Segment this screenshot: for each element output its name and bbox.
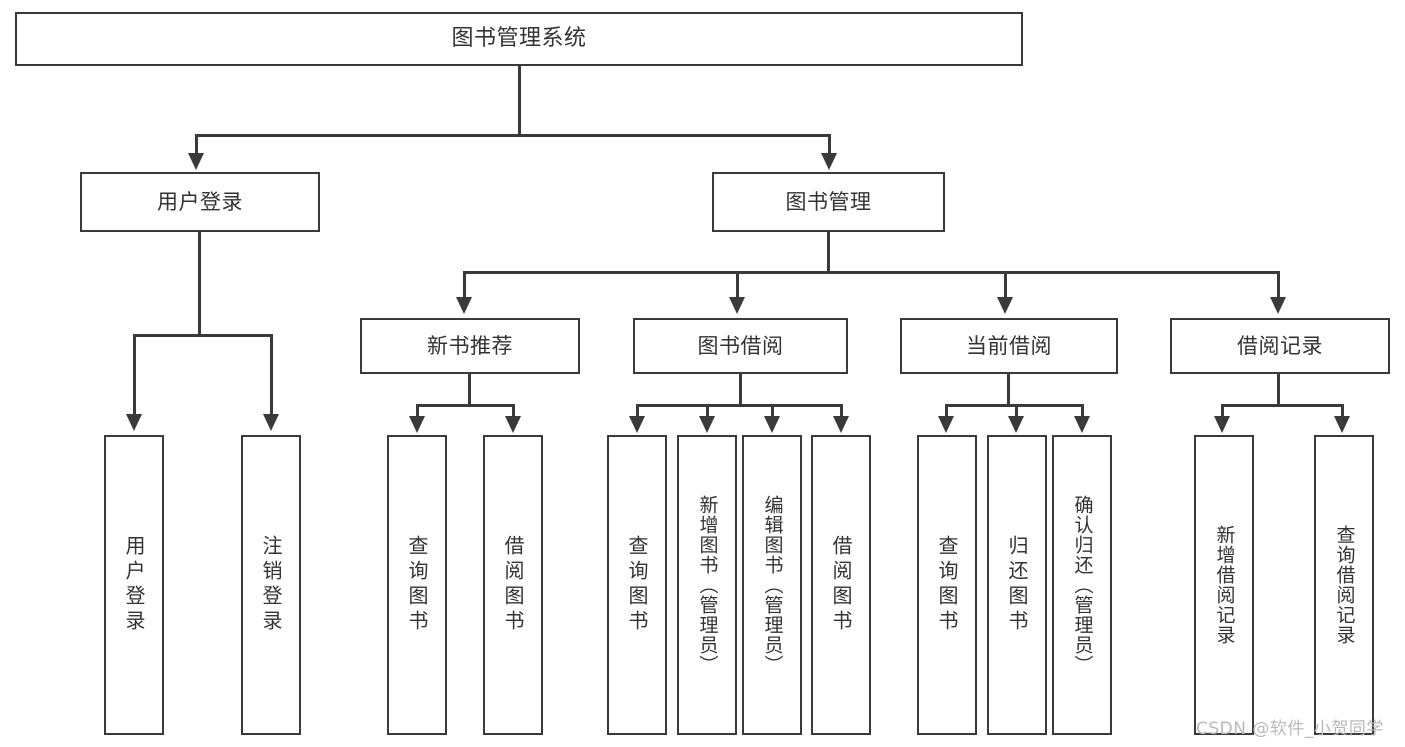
connector-currentborrow-bus	[946, 404, 1082, 407]
node-label: 用户登录	[122, 535, 146, 635]
connector-borrowrecord-stem	[1277, 374, 1280, 406]
leaf-add-borrow-record[interactable]: 新增借阅记录	[1194, 435, 1254, 735]
leaf-query-borrow-record[interactable]: 查询借阅记录	[1314, 435, 1374, 735]
node-label: 查询图书	[625, 535, 649, 635]
connector-bookmanage-stem	[827, 232, 830, 274]
arrow-to-leaf-query-book-3	[938, 416, 954, 433]
node-book-manage[interactable]: 图书管理	[712, 172, 945, 232]
arrow-to-leaf-query-record	[1334, 416, 1350, 433]
connector-bookborrow-drop-3	[771, 404, 774, 418]
leaf-logout[interactable]: 注销登录	[241, 435, 301, 735]
connector-newbook-bus	[417, 404, 515, 407]
node-label: 归还图书	[1005, 535, 1029, 635]
node-label: 确认归还（管理员）	[1071, 495, 1094, 675]
node-label: 查询图书	[405, 535, 429, 635]
node-new-book-recommend[interactable]: 新书推荐	[360, 318, 580, 374]
connector-bookborrow-bus	[637, 404, 841, 407]
connector-newbook-drop-1	[416, 404, 419, 418]
leaf-return-book[interactable]: 归还图书	[987, 435, 1047, 735]
arrow-root-to-book-manage	[821, 153, 837, 170]
arrow-to-leaf-confirm-return	[1074, 416, 1090, 433]
leaf-query-book-current[interactable]: 查询图书	[917, 435, 977, 735]
arrow-to-leaf-borrow-book-1	[505, 416, 521, 433]
node-label: 借阅图书	[829, 535, 853, 635]
arrow-to-leaf-borrow-book-2	[833, 416, 849, 433]
connector-bookmanage-drop-2	[736, 271, 739, 299]
connector-root-drop-left	[195, 134, 198, 156]
arrow-to-leaf-query-book-1	[409, 416, 425, 433]
leaf-confirm-return[interactable]: 确认归还（管理员）	[1052, 435, 1112, 735]
connector-currentborrow-drop-3	[1081, 404, 1084, 418]
node-label: 新书推荐	[427, 333, 513, 358]
connector-borrowrecord-drop-1	[1221, 404, 1224, 418]
connector-bookmanage-drop-4	[1277, 271, 1280, 299]
node-book-borrow[interactable]: 图书借阅	[633, 318, 848, 374]
connector-bookborrow-stem	[739, 374, 742, 406]
connector-newbook-drop-2	[512, 404, 515, 418]
connector-currentborrow-stem	[1007, 374, 1010, 406]
node-label: 用户登录	[157, 189, 243, 214]
connector-root-stem	[518, 66, 521, 136]
arrow-to-book-borrow	[729, 297, 745, 314]
node-label: 当前借阅	[966, 333, 1052, 358]
arrow-to-leaf-return-book	[1008, 416, 1024, 433]
connector-bookborrow-drop-2	[706, 404, 709, 418]
leaf-query-book-borrow[interactable]: 查询图书	[607, 435, 667, 735]
arrow-to-leaf-user-login	[126, 414, 142, 431]
arrow-root-to-user-login	[188, 153, 204, 170]
arrow-to-leaf-query-book-2	[629, 416, 645, 433]
leaf-borrow-book-recommend[interactable]: 借阅图书	[483, 435, 543, 735]
connector-root-bus	[196, 134, 831, 137]
connector-userlogin-bus	[134, 334, 273, 337]
connector-newbook-stem	[468, 374, 471, 406]
node-current-borrow[interactable]: 当前借阅	[900, 318, 1118, 374]
arrow-to-leaf-edit-book	[764, 416, 780, 433]
node-label: 新增借阅记录	[1213, 525, 1236, 645]
leaf-borrow-book[interactable]: 借阅图书	[811, 435, 871, 735]
arrow-to-borrow-record	[1270, 297, 1286, 314]
node-label: 查询图书	[935, 535, 959, 635]
node-label: 注销登录	[259, 535, 283, 635]
connector-userlogin-drop-1	[133, 334, 136, 416]
arrow-to-leaf-add-record	[1214, 416, 1230, 433]
node-label: 借阅记录	[1237, 333, 1323, 358]
connector-bookborrow-drop-4	[840, 404, 843, 418]
connector-borrowrecord-bus	[1222, 404, 1342, 407]
arrow-to-leaf-add-book	[699, 416, 715, 433]
connector-userlogin-drop-2	[270, 334, 273, 416]
node-label: 图书管理系统	[451, 26, 587, 52]
connector-userlogin-stem	[198, 232, 201, 337]
leaf-edit-book[interactable]: 编辑图书（管理员）	[742, 435, 802, 735]
leaf-query-book-recommend[interactable]: 查询图书	[387, 435, 447, 735]
node-label: 查询借阅记录	[1333, 525, 1356, 645]
node-label: 借阅图书	[501, 535, 525, 635]
arrow-to-leaf-logout	[263, 414, 279, 431]
node-root-system[interactable]: 图书管理系统	[15, 12, 1023, 66]
connector-bookborrow-drop-1	[636, 404, 639, 418]
arrow-to-current-borrow	[997, 297, 1013, 314]
node-label: 新增图书（管理员）	[696, 495, 719, 675]
connector-bookmanage-bus	[464, 271, 1280, 274]
connector-bookmanage-drop-3	[1004, 271, 1007, 299]
node-borrow-record[interactable]: 借阅记录	[1170, 318, 1390, 374]
node-label: 图书管理	[785, 189, 872, 214]
node-user-login[interactable]: 用户登录	[80, 172, 320, 232]
leaf-user-login[interactable]: 用户登录	[104, 435, 164, 735]
node-label: 图书借阅	[697, 333, 784, 358]
connector-borrowrecord-drop-2	[1341, 404, 1344, 418]
connector-currentborrow-drop-1	[945, 404, 948, 418]
arrow-to-new-book-recommend	[456, 297, 472, 314]
connector-bookmanage-drop-1	[463, 271, 466, 299]
leaf-add-book[interactable]: 新增图书（管理员）	[677, 435, 737, 735]
connector-root-drop-right	[828, 134, 831, 156]
connector-currentborrow-drop-2	[1015, 404, 1018, 418]
node-label: 编辑图书（管理员）	[761, 495, 784, 675]
